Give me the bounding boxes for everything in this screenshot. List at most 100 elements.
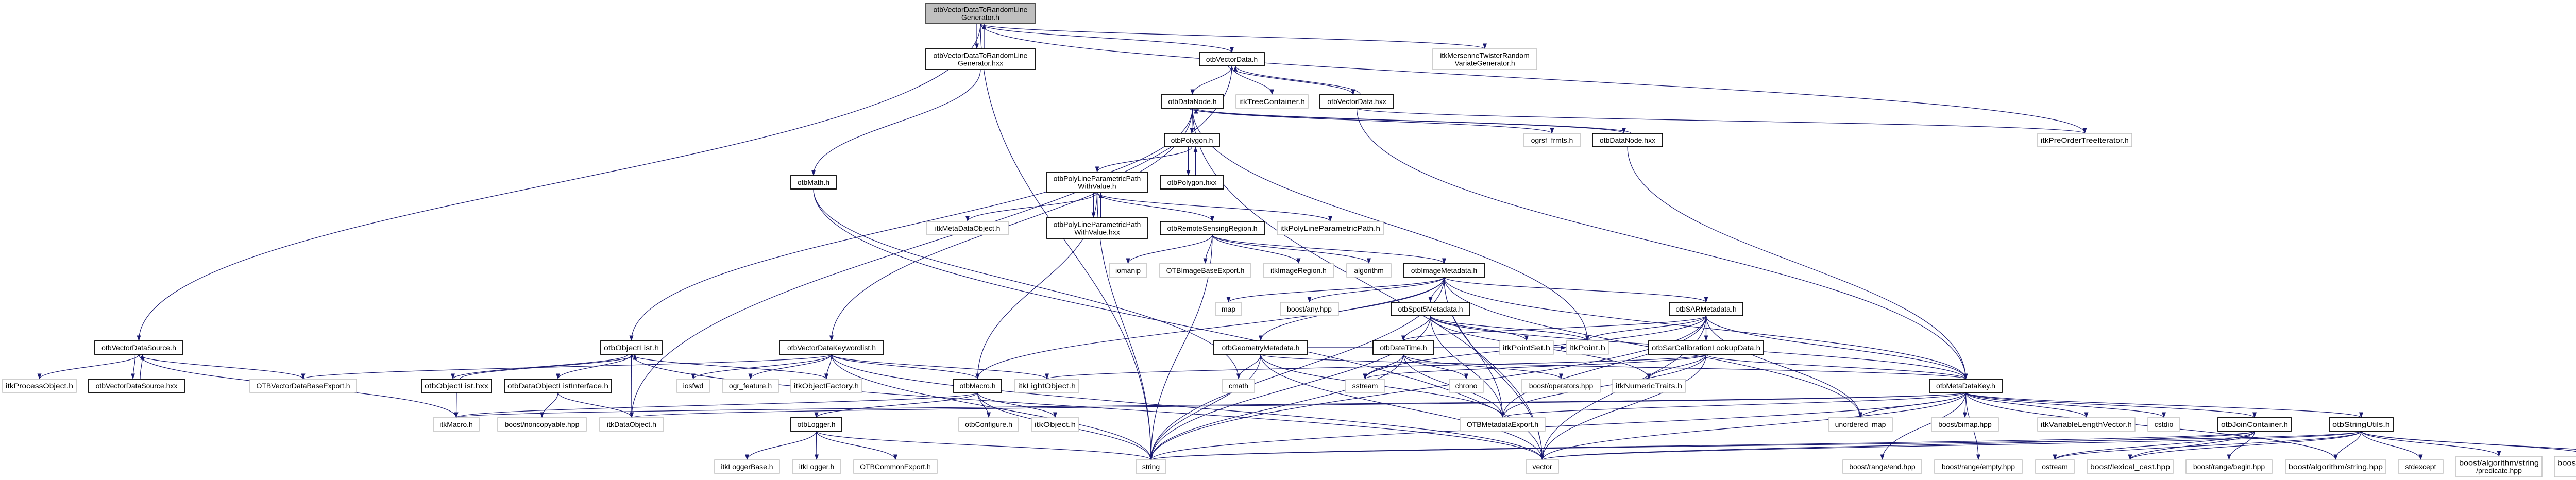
edge-vdata-to-dataobj: [630, 65, 1232, 418]
node-label: otbVectorData.h: [1206, 55, 1258, 63]
node-box: [676, 379, 710, 393]
node-label: boost/bimap.hpp: [1938, 420, 1992, 428]
node-box: [779, 340, 884, 355]
node-box: [2329, 417, 2394, 432]
node-vector: vector: [1526, 459, 1559, 474]
node-label: map: [1222, 305, 1235, 313]
node-macro[interactable]: otbMacro.h: [953, 379, 1002, 393]
node-box: [599, 417, 664, 432]
node-label: cstdio: [2155, 420, 2174, 428]
node-vdsource[interactable]: otbVectorDataSource.h: [94, 340, 183, 355]
node-box: [792, 459, 841, 474]
node-box: [2037, 417, 2136, 432]
edge-datetime-to-chrono: [1403, 354, 1468, 380]
node-vdata[interactable]: otbVectorData.h: [1199, 52, 1265, 66]
node-geometa[interactable]: otbGeometryMetadata.h: [1213, 340, 1308, 355]
node-datanodehxx[interactable]: otbDataNode.hxx: [1592, 133, 1663, 147]
node-itklogger: itkLogger.h: [792, 459, 841, 474]
edge-root-to-mersenne: [980, 23, 1487, 49]
node-box: [1828, 417, 1893, 432]
node-vdatahxx[interactable]: otbVectorData.hxx: [1319, 94, 1394, 109]
edge-datanode-to-ogrsf: [1192, 108, 1554, 134]
node-box: [1521, 379, 1601, 393]
edge-vdata-to-datanode: [1190, 65, 1232, 95]
node-label: boost/operators.hpp: [1529, 382, 1594, 390]
node-box: [1523, 133, 1581, 147]
node-box: [722, 379, 779, 393]
node-datetime[interactable]: otbDateTime.h: [1372, 340, 1434, 355]
edge-datanode-to-point: [1192, 108, 1589, 341]
node-rangeend: boost/range/end.hpp: [1842, 459, 1922, 474]
node-objlisthxx[interactable]: otbObjectList.hxx: [421, 379, 492, 393]
node-box: [790, 175, 837, 190]
node-label: WithValue.hxx: [1074, 228, 1120, 236]
edge-root-to-vdsource: [137, 23, 981, 341]
node-box: [926, 221, 1009, 235]
node-label: stdexcept: [2405, 462, 2436, 471]
node-label: otbObjectList.hxx: [425, 382, 488, 390]
edge-kwlist-to-vdbaseexport: [301, 354, 832, 380]
node-dataobj: itkDataObject.h: [599, 417, 664, 432]
edge-datanode-to-vector: [1192, 108, 1545, 460]
edge-sarcalib-to-vector: [1540, 354, 1707, 460]
edge-dolinterface-to-noncopy: [540, 392, 558, 418]
node-vdsourcehxx[interactable]: otbVectorDataSource.hxx: [88, 379, 185, 393]
node-numtraits: itkNumericTraits.h: [1612, 379, 1686, 393]
node-math[interactable]: otbMath.h: [790, 175, 837, 190]
node-label: iomanip: [1115, 266, 1141, 275]
edge-sarcalib-to-sstream: [1363, 354, 1707, 380]
edge-spot5-to-string: [1149, 315, 1431, 460]
node-rsregion[interactable]: otbRemoteSensingRegion.h: [1160, 221, 1265, 235]
node-polygonhxx[interactable]: otbPolygon.hxx: [1160, 175, 1224, 190]
node-iosfwd: iosfwd: [676, 379, 710, 393]
edge-rsregion-to-imagemeta: [1212, 234, 1446, 264]
node-box: [1612, 379, 1686, 393]
edge-strutils-to-limits: [2361, 431, 2576, 450]
node-box: [1319, 94, 1394, 109]
node-label: boost/range/empty.hpp: [1942, 462, 2015, 471]
node-label: OTBImageBaseExport.h: [1166, 266, 1245, 275]
edge-datanode-to-kwlist: [829, 108, 1193, 341]
node-itkmacro: itkMacro.h: [433, 417, 480, 432]
node-dolinterface[interactable]: otbDataObjectListInterface.h: [504, 379, 612, 393]
node-box: [1842, 459, 1922, 474]
node-box: [2398, 459, 2444, 474]
edge-sar-to-umap: [1705, 315, 1862, 418]
node-mersenne: itkMersenneTwisterRandomVariateGenerator…: [1432, 48, 1537, 70]
node-logger[interactable]: otbLogger.h: [790, 417, 842, 432]
node-iomanip: iomanip: [1109, 263, 1147, 278]
node-label: itkObjectFactory.h: [794, 382, 859, 390]
node-box: [1263, 263, 1334, 278]
node-label: itkMetaDataObject.h: [935, 224, 1001, 232]
node-datanode[interactable]: otbDataNode.h: [1161, 94, 1224, 109]
node-sar[interactable]: otbSARMetadata.h: [1669, 302, 1743, 316]
node-kwlist[interactable]: otbVectorDataKeywordlist.h: [779, 340, 884, 355]
node-noncopy: boost/noncopyable.hpp: [497, 417, 587, 432]
node-label: unordered_map: [1835, 420, 1886, 428]
node-imagemeta[interactable]: otbImageMetadata.h: [1403, 263, 1485, 278]
node-box: [2087, 459, 2174, 474]
edge-datetime-to-operators: [1403, 354, 1563, 380]
edge-sarcalib-to-mdkey: [1705, 354, 1968, 380]
edge-imagemeta-to-macro: [975, 277, 1445, 380]
edge-logger-to-loggerbase: [745, 431, 817, 460]
node-polygon[interactable]: otbPolygon.h: [1164, 133, 1220, 147]
node-objlist[interactable]: otbObjectList.h: [600, 340, 663, 355]
node-spot5[interactable]: otbSpot5Metadata.h: [1391, 302, 1470, 316]
node-mdkey[interactable]: otbMetaDataKey.h: [1929, 379, 2003, 393]
node-metadataobj: itkMetaDataObject.h: [926, 221, 1009, 235]
edge-join-to-ostream: [2053, 431, 2255, 460]
node-box: [2035, 459, 2075, 474]
node-rangeempty: boost/range/empty.hpp: [1934, 459, 2023, 474]
node-label: itkLogger.h: [799, 462, 835, 471]
node-ogrfeature: ogr_feature.h: [722, 379, 779, 393]
node-strutils[interactable]: otbStringUtils.h: [2329, 417, 2394, 432]
edge-vdsource-to-vdsourcehxx: [131, 354, 136, 380]
node-join[interactable]: otbJoinContainer.h: [2217, 417, 2292, 432]
node-sarcalib[interactable]: otbSarCalibrationLookupData.h: [1648, 340, 1764, 355]
edge-objlist-to-vector: [631, 354, 1545, 460]
